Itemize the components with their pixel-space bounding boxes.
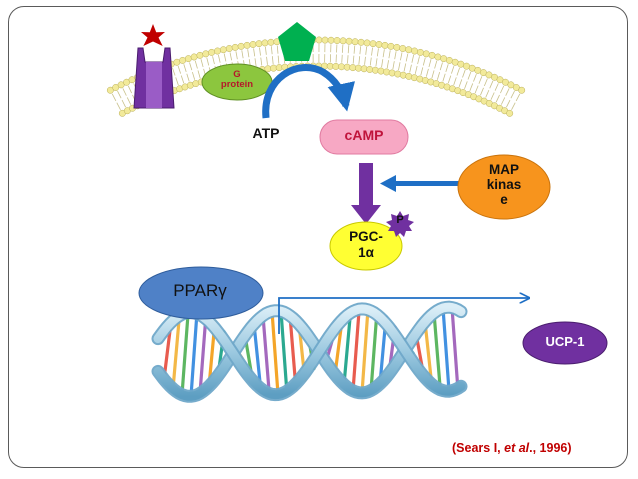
ligand-star-icon (141, 24, 165, 46)
ucp1-label: UCP-1 (545, 334, 585, 349)
slide-frame (8, 6, 628, 468)
map-kinase-node (457, 154, 551, 220)
ligand-pentagon-icon (278, 22, 316, 61)
atp-to-camp-arrow (262, 64, 355, 119)
ppar-gamma-label: PPARγ (173, 281, 227, 300)
ppar-gamma-node (138, 266, 264, 320)
atp-label: ATP (252, 125, 280, 141)
citation-authors: (Sears I, (452, 441, 505, 456)
camp-label: cAMP (344, 127, 384, 143)
ucp1-node (522, 321, 608, 365)
pgc1a-label: PGC- 1α (349, 229, 383, 260)
g-protein-label: G protein (220, 69, 254, 90)
citation: (Sears I, et al., 1996) (452, 429, 622, 455)
citation-year: ., 1996) (529, 441, 572, 456)
citation-etal: et al (504, 441, 530, 456)
camp-node (319, 119, 409, 155)
map-kinase-label: MAP kinas e (486, 162, 522, 208)
dna-helix (151, 300, 468, 403)
pgc1a-node (329, 221, 403, 271)
phospho-badge (386, 211, 414, 237)
transcription-arrow (278, 298, 529, 334)
map-kinase-to-arrow (380, 175, 460, 192)
phospho-label: P (396, 214, 404, 226)
camp-to-pgc1a-arrow (351, 163, 381, 224)
receptor-icon (133, 47, 175, 109)
